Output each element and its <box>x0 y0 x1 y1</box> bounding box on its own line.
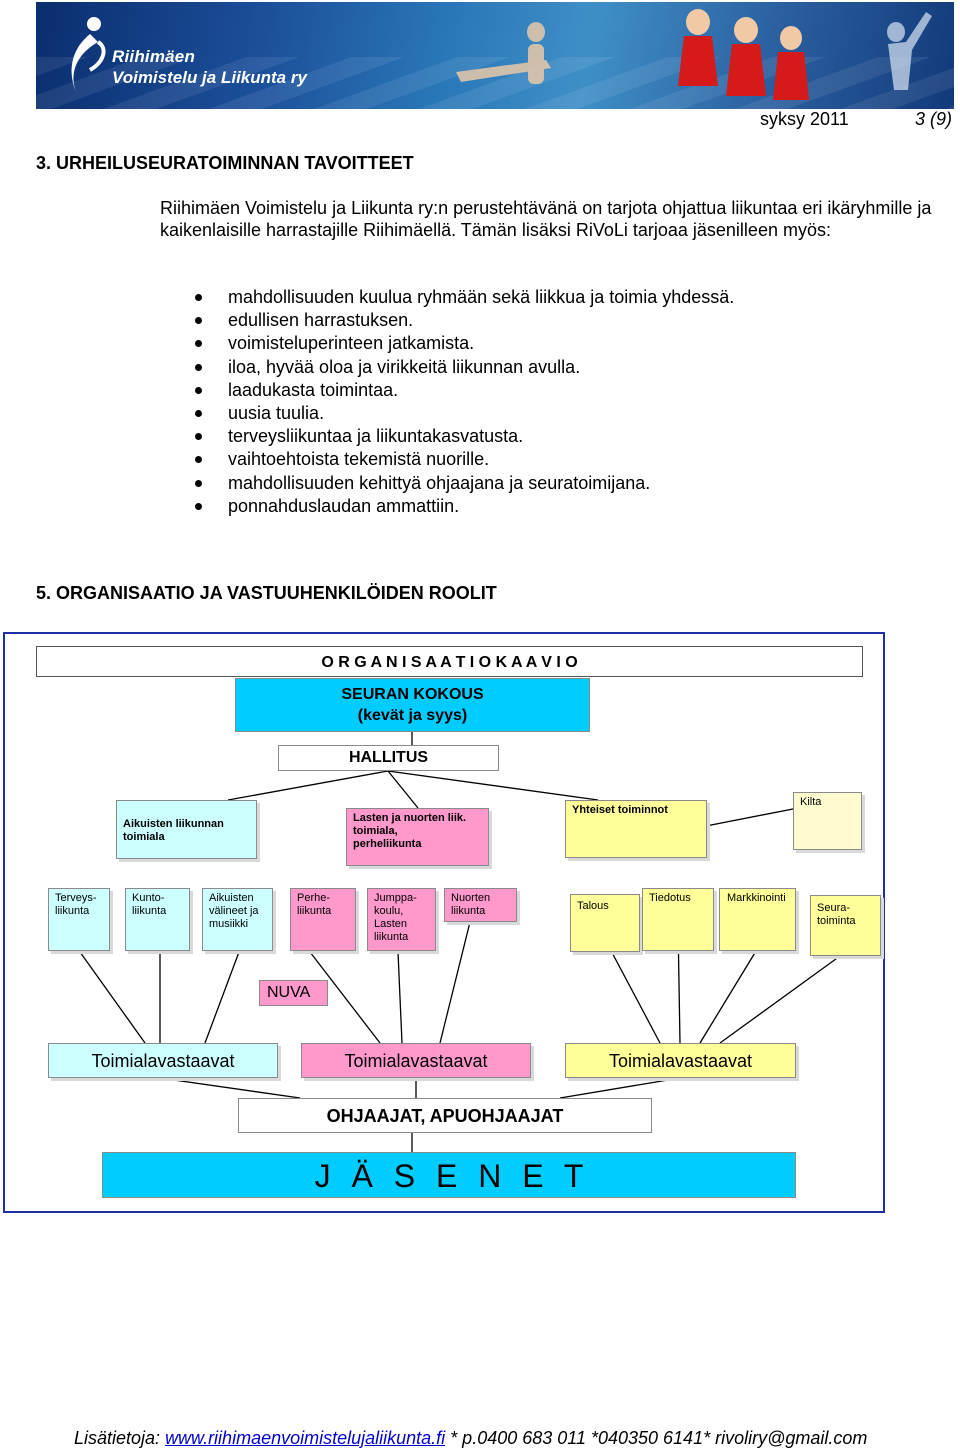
list-item: terveysliikuntaa ja liikuntakasvatusta. <box>190 425 734 448</box>
adult-division-label: Aikuisten liikunnan <box>123 818 224 830</box>
term-label: syksy 2011 <box>760 109 849 129</box>
youth-division-label: toimiala, <box>353 825 398 837</box>
unit-label: Aikuisten <box>209 892 254 904</box>
org-chart-frame <box>3 632 885 1213</box>
guild-box: Kilta <box>793 792 862 850</box>
section3-intro: Riihimäen Voimistelu ja Liikunta ry:n pe… <box>160 198 932 240</box>
unit-label: Lasten <box>374 918 408 930</box>
unit-box-health-exercise: Terveys- liikunta <box>48 888 110 951</box>
org-chart-title: O R G A N I S A A T I O K A A V I O <box>36 646 863 677</box>
youth-division-label: Lasten ja nuorten liik. <box>353 812 467 824</box>
common-functions-box: Yhteiset toiminnot <box>565 800 707 858</box>
logo-name-line1: Riihimäen <box>112 47 196 66</box>
unit-box-club-activities: Seura- toiminta <box>810 895 881 956</box>
list-item: voimisteluperinteen jatkamista. <box>190 332 734 355</box>
footer-prefix: Lisätietoja: <box>74 1428 166 1448</box>
list-item: laadukasta toimintaa. <box>190 379 734 402</box>
section5-heading: 5. ORGANISAATIO JA VASTUUHENKILÖIDEN ROO… <box>36 583 497 603</box>
adult-division-box: Aikuisten liikunnan toimiala <box>116 800 257 859</box>
unit-label: välineet ja <box>209 905 259 917</box>
list-item: mahdollisuuden kehittyä ohjaajana ja seu… <box>190 472 734 495</box>
list-item: iloa, hyvää oloa ja virikkeitä liikunnan… <box>190 356 734 379</box>
unit-box-family-exercise: Perhe- liikunta <box>290 888 356 951</box>
unit-label: Seura- <box>817 902 851 914</box>
unit-box-youth-exercise: Nuorten liikunta <box>444 888 517 922</box>
unit-label: Terveys- <box>55 892 97 904</box>
page-number: 3 (9) <box>915 109 953 129</box>
club-meeting-schedule: (kevät ja syys) <box>357 707 468 724</box>
unit-box-marketing: Markkinointi <box>719 888 796 951</box>
unit-label: Perhe- <box>297 892 331 904</box>
gymnasts-photo <box>456 9 932 100</box>
unit-label: musiikki <box>209 918 249 930</box>
list-item: mahdollisuuden kuulua ryhmään sekä liikk… <box>190 286 734 309</box>
list-item: vaihtoehtoista tekemistä nuorille. <box>190 448 734 471</box>
unit-label: liikunta <box>55 905 90 917</box>
unit-label: Jumppa- <box>374 892 417 904</box>
website-link[interactable]: www.riihimaenvoimistelujaliikunta.fi <box>165 1428 446 1448</box>
youth-managers-box: Toimialavastaavat <box>301 1043 531 1078</box>
footer-contacts: * p.0400 683 011 *040350 6141* rivoliry@… <box>445 1428 868 1448</box>
unit-label: liikunta <box>451 905 486 917</box>
goals-list: mahdollisuuden kuulua ryhmään sekä liikk… <box>190 286 734 518</box>
unit-label: Nuorten <box>451 892 491 904</box>
club-meeting-box: SEURAN KOKOUS (kevät ja syys) <box>235 678 590 732</box>
unit-box-gym-school: Jumppa- koulu, Lasten liikunta <box>367 888 436 951</box>
unit-label: Kunto- <box>132 892 165 904</box>
youth-division-box: Lasten ja nuorten liik. toimiala, perhel… <box>346 808 489 866</box>
logo-name-line2: Voimistelu ja Liikunta ry <box>112 68 307 87</box>
board-box: HALLITUS <box>278 745 499 771</box>
footer: Lisätietoja: www.riihimaenvoimistelujali… <box>74 1428 867 1449</box>
unit-box-finance: Talous <box>570 894 640 952</box>
unit-box-fitness: Kunto- liikunta <box>125 888 190 951</box>
unit-label: liikunta <box>297 905 332 917</box>
unit-box-adult-equipment-music: Aikuisten välineet ja musiikki <box>202 888 273 951</box>
adult-managers-box: Toimialavastaavat <box>48 1043 278 1078</box>
section3-heading: 3. URHEILUSEURATOIMINNAN TAVOITTEET <box>36 153 414 173</box>
members-box: J Ä S E N E T <box>102 1152 796 1198</box>
unit-label: liikunta <box>132 905 167 917</box>
list-item: edullisen harrastuksen. <box>190 309 734 332</box>
header-banner: Riihimäen Voimistelu ja Liikunta ry <box>36 2 954 109</box>
list-item: uusia tuulia. <box>190 402 734 425</box>
unit-label: koulu, <box>374 905 404 917</box>
unit-label: liikunta <box>374 931 409 943</box>
common-managers-box: Toimialavastaavat <box>565 1043 796 1078</box>
unit-label: toiminta <box>817 915 856 927</box>
adult-division-label: toimiala <box>123 831 165 843</box>
gymnast-logo-icon <box>71 17 106 92</box>
club-meeting-label: SEURAN KOKOUS <box>341 686 484 703</box>
list-item: ponnahduslaudan ammattiin. <box>190 495 734 518</box>
nuva-box: NUVA <box>259 980 328 1006</box>
unit-box-communications: Tiedotus <box>642 888 714 951</box>
instructors-box: OHJAAJAT, APUOHJAAJAT <box>238 1098 652 1133</box>
youth-division-label: perheliikunta <box>353 838 422 850</box>
